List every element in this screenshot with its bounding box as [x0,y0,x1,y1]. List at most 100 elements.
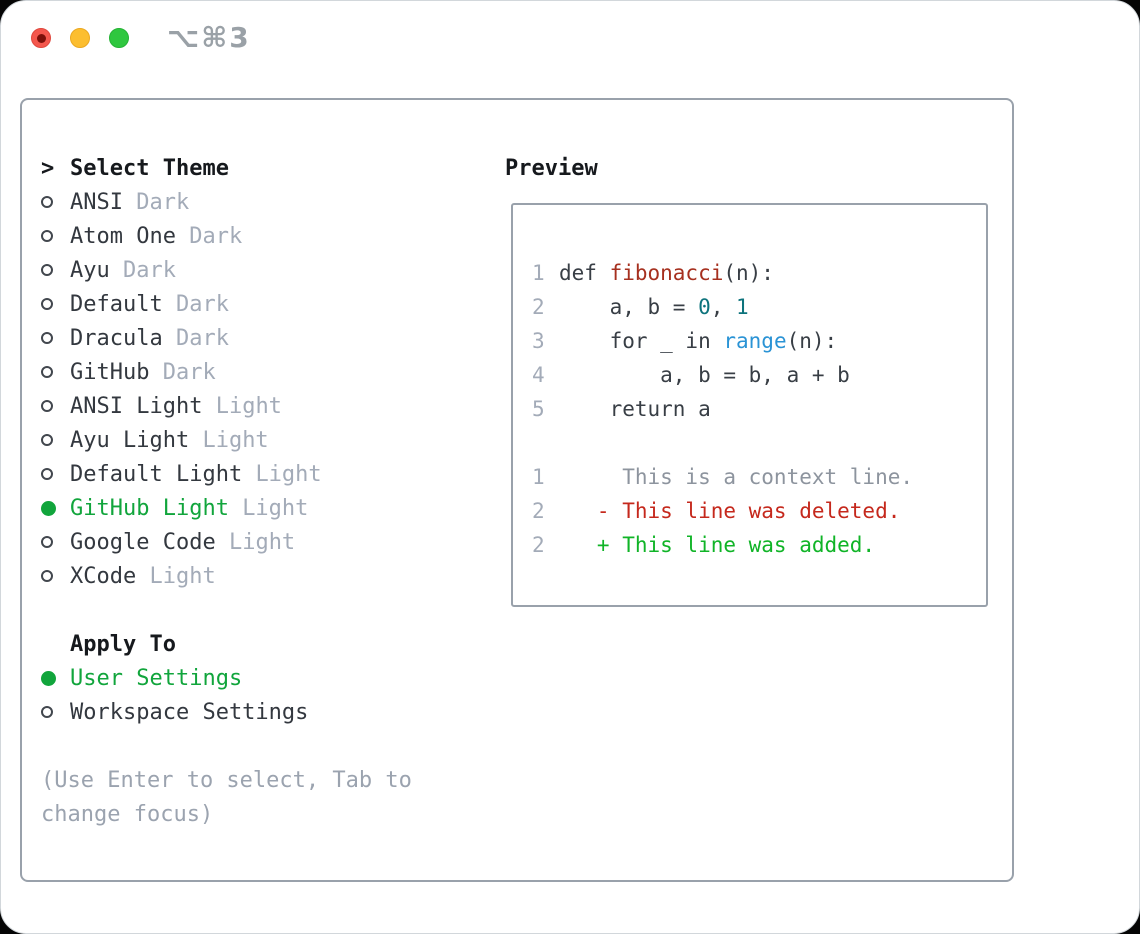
code-line: 5 return a [532,392,976,426]
theme-option-default[interactable]: Default Dark [41,287,412,321]
radio-icon [41,298,70,310]
window-titlebar: ⌥⌘3 [1,1,1139,75]
theme-picker-column: > Select Theme ANSI Dark Atom One Dark A… [41,151,412,831]
diff-deleted-line: 2 - This line was deleted. [532,494,976,528]
apply-to-header: Apply To [41,627,412,661]
code-segment: a, b = b, a + b [559,363,850,387]
theme-option-label: Dracula Dark [70,325,229,351]
radio-icon [41,468,70,480]
blank-line [532,426,976,460]
theme-option-label: Default Light Light [70,461,322,487]
theme-variant-tag: Light [228,529,296,555]
theme-option-label: Default Dark [70,291,229,317]
theme-variant-tag: Dark [136,189,190,215]
theme-option-ansi-light[interactable]: ANSI Light Light [41,389,412,423]
theme-option-ansi[interactable]: ANSI Dark [41,185,412,219]
radio-icon [41,332,70,344]
radio-icon [41,230,70,242]
zoom-button[interactable] [109,28,129,48]
radio-icon [41,570,70,582]
radio-icon [41,434,70,446]
theme-variant-tag: Light [255,461,322,487]
apply-to-section: Apply To User Settings Workspace Setting… [41,627,412,729]
theme-option-xcode[interactable]: XCode Light [41,559,412,593]
apply-to-title: Apply To [70,631,176,657]
close-button[interactable] [31,28,51,48]
hint-text: (Use Enter to select, Tab to [41,767,412,793]
theme-option-label: XCode Light [70,563,216,589]
line-number: 2 [532,499,545,523]
hint-text: change focus) [41,801,214,827]
code-segment: (n): [723,261,774,285]
code-segment: a, b = [559,295,699,319]
theme-option-label: ANSI Dark [70,189,190,215]
apply-option-label: Workspace Settings [70,699,309,725]
apply-option-workspace-settings[interactable]: Workspace Settings [41,695,412,729]
theme-option-ayu[interactable]: Ayu Dark [41,253,412,287]
theme-option-label: Google Code Light [70,529,296,555]
theme-option-google-code[interactable]: Google Code Light [41,525,412,559]
code-segment: - This line was deleted. [559,499,901,523]
apply-to-list: User Settings Workspace Settings [41,661,412,729]
theme-variant-tag: Dark [162,359,216,385]
radio-selected-icon [41,670,70,686]
preview-header: Preview [505,155,598,181]
code-segment: range [723,329,787,353]
theme-option-default-light[interactable]: Default Light Light [41,457,412,491]
radio-icon [41,196,70,208]
theme-variant-tag: Light [202,427,269,453]
code-segment: , [710,295,737,319]
theme-option-label: ANSI Light Light [70,393,282,419]
theme-option-dracula[interactable]: Dracula Dark [41,321,412,355]
apply-option-user-settings[interactable]: User Settings [41,661,412,695]
theme-variant-tag: Dark [122,257,176,283]
theme-option-label: GitHub Light Light [70,495,309,521]
code-segment: return a [559,397,711,421]
theme-option-github[interactable]: GitHub Dark [41,355,412,389]
theme-option-label: Atom One Dark [70,223,243,249]
theme-option-github-light[interactable]: GitHub Light Light [41,491,412,525]
line-number: 5 [532,397,545,421]
theme-variant-tag: Light [149,563,216,589]
radio-icon [41,264,70,276]
line-number: 3 [532,329,545,353]
diff-context-line: 1 This is a context line. [532,460,976,494]
prompt-caret-icon: > [41,155,55,181]
radio-icon [41,366,70,378]
select-theme-header: > Select Theme [41,151,412,185]
radio-icon [41,400,70,412]
record-dot-icon [36,33,46,43]
code-segment: fibonacci [609,261,724,285]
apply-option-label: User Settings [70,665,243,691]
diff-added-line: 2 + This line was added. [532,528,976,562]
theme-option-label: GitHub Dark [70,359,216,385]
radio-icon [41,706,70,718]
theme-picker-panel: > Select Theme ANSI Dark Atom One Dark A… [20,98,1014,882]
code-segment: for _ in [559,329,724,353]
code-line: 2 a, b = 0, 1 [532,290,976,324]
minimize-button[interactable] [70,28,90,48]
window-title: ⌥⌘3 [167,21,251,54]
code-line: 3 for _ in range(n): [532,324,976,358]
radio-icon [41,536,70,548]
theme-option-label: Ayu Dark [70,257,176,283]
theme-variant-tag: Dark [189,223,243,249]
code-line: 4 a, b = b, a + b [532,358,976,392]
theme-option-ayu-light[interactable]: Ayu Light Light [41,423,412,457]
line-number: 1 [532,261,545,285]
theme-option-atom-one[interactable]: Atom One Dark [41,219,412,253]
line-number: 2 [532,295,545,319]
code-segment: (n): [786,329,838,353]
select-theme-title: Select Theme [70,155,229,181]
line-number: 4 [532,363,545,387]
theme-list: ANSI Dark Atom One Dark Ayu Dark Default… [41,185,412,593]
theme-option-label: Ayu Light Light [70,427,269,453]
theme-variant-tag: Light [242,495,309,521]
theme-variant-tag: Dark [175,291,229,317]
radio-selected-icon [41,500,70,516]
code-segment: This is a context line. [559,465,914,489]
line-number: 2 [532,533,545,557]
code-segment: 0 [698,295,711,319]
